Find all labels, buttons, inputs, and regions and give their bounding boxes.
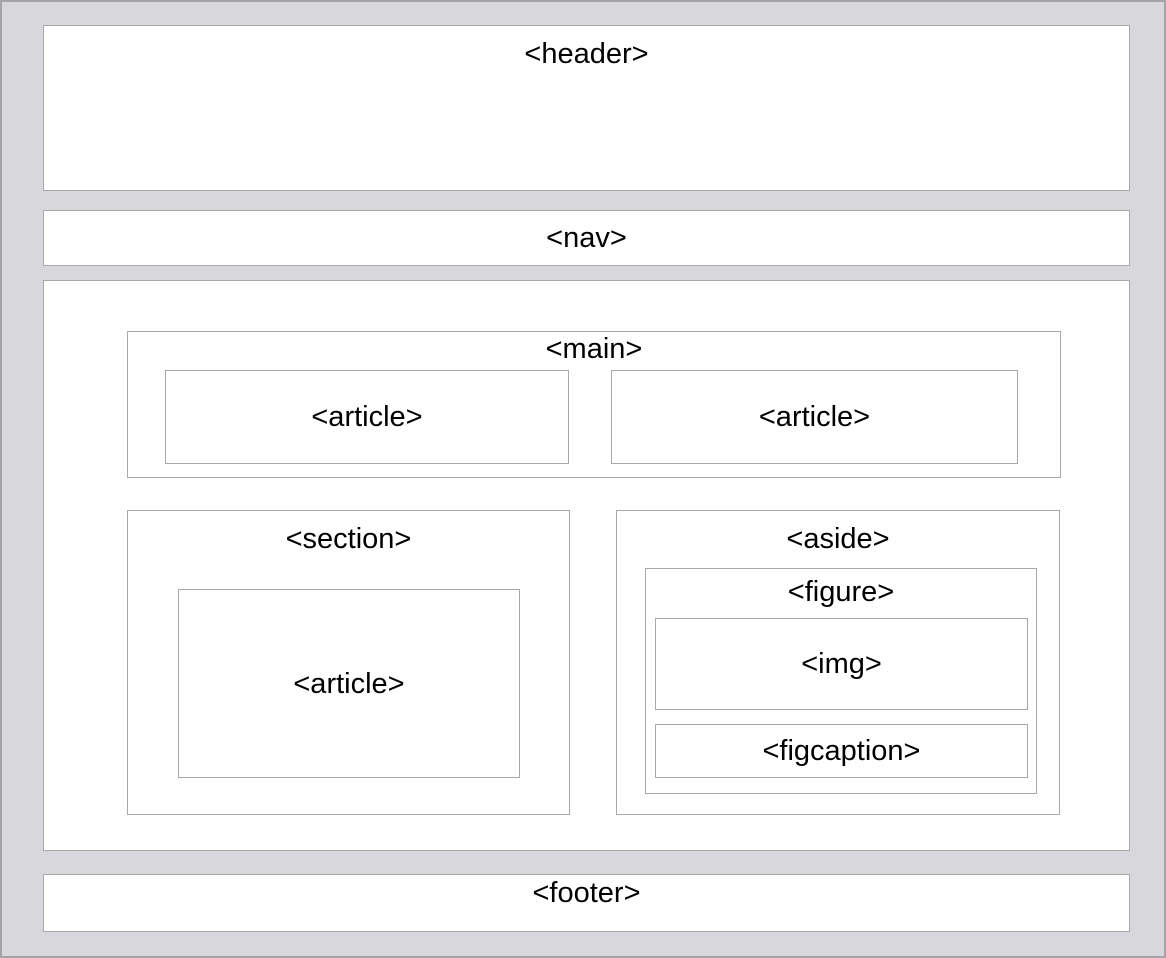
footer-label: <footer>	[532, 877, 641, 909]
section-article-label: <article>	[293, 667, 405, 700]
main-article-right-box: <article>	[611, 370, 1018, 464]
aside-label: <aside>	[786, 523, 890, 555]
main-article-left-label: <article>	[311, 401, 423, 433]
aside-box: <aside> <figure> <img> <figcaption>	[616, 510, 1060, 815]
section-article-box: <article>	[178, 589, 520, 778]
main-label: <main>	[545, 333, 643, 365]
figure-label: <figure>	[787, 576, 895, 608]
main-article-left-box: <article>	[165, 370, 569, 464]
header-box: <header>	[43, 25, 1130, 191]
section-box: <section> <article>	[127, 510, 570, 815]
figcaption-label: <figcaption>	[762, 735, 921, 767]
img-label: <img>	[801, 648, 882, 680]
figcaption-box: <figcaption>	[655, 724, 1028, 778]
content-wrapper-box: <main> <article> <article> <section> <ar…	[43, 280, 1130, 851]
section-label: <section>	[285, 523, 412, 555]
img-box: <img>	[655, 618, 1028, 710]
nav-label: <nav>	[546, 222, 627, 254]
main-article-right-label: <article>	[758, 401, 871, 433]
footer-box: <footer>	[43, 874, 1130, 932]
nav-box: <nav>	[43, 210, 1130, 266]
figure-box: <figure> <img> <figcaption>	[645, 568, 1037, 794]
main-box: <main> <article> <article>	[127, 331, 1061, 478]
header-label: <header>	[524, 38, 649, 70]
